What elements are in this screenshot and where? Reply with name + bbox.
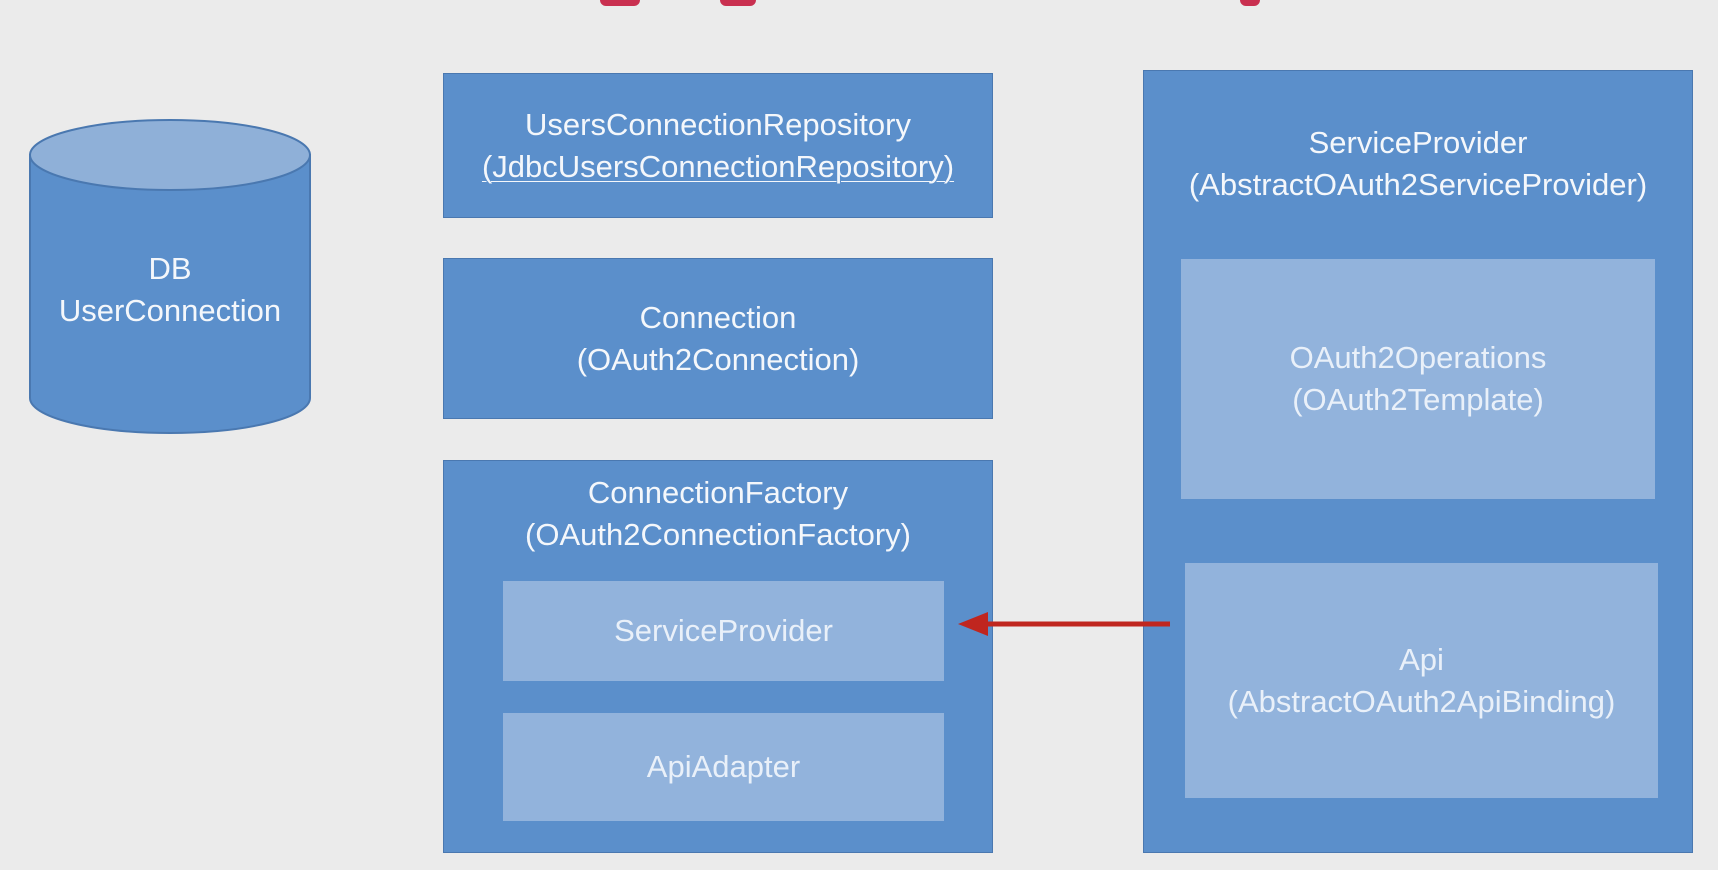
service-provider-box: ServiceProvider (AbstractOAuth2ServicePr… <box>1143 70 1693 853</box>
arrow-head <box>958 612 988 636</box>
connection-factory-header: ConnectionFactory (OAuth2ConnectionFacto… <box>444 472 992 556</box>
factory-api-adapter-label: ApiAdapter <box>646 749 801 784</box>
factory-service-provider-box: ServiceProvider <box>503 581 944 681</box>
api-impl: (AbstractOAuth2ApiBinding) <box>1227 683 1616 719</box>
service-provider-header: ServiceProvider (AbstractOAuth2ServicePr… <box>1144 122 1692 206</box>
factory-service-provider-label: ServiceProvider <box>614 613 833 648</box>
oauth2-operations-box: OAuth2Operations (OAuth2Template) <box>1181 259 1655 499</box>
api-box: Api (AbstractOAuth2ApiBinding) <box>1185 563 1658 798</box>
db-label: DB UserConnection <box>30 240 310 340</box>
oauth2-operations-impl: (OAuth2Template) <box>1292 382 1544 417</box>
users-repo-impl: (JdbcUsersConnectionRepository) <box>481 148 955 184</box>
db-cylinder-body <box>29 154 311 434</box>
service-provider-title: ServiceProvider <box>1308 125 1528 160</box>
connection-title: Connection <box>639 299 797 335</box>
connection-factory-title: ConnectionFactory <box>587 475 849 510</box>
title-fragment-3 <box>1240 0 1260 6</box>
connection-factory-impl: (OAuth2ConnectionFactory) <box>525 517 911 552</box>
oauth2-operations-title: OAuth2Operations <box>1289 340 1547 375</box>
connection-impl: (OAuth2Connection) <box>576 341 860 377</box>
title-fragment-2 <box>720 0 756 6</box>
db-cylinder-top <box>29 119 311 191</box>
db-label-line2: UserConnection <box>58 293 282 328</box>
users-connection-repository-box: UsersConnectionRepository (JdbcUsersConn… <box>443 73 993 218</box>
db-label-line1: DB <box>148 251 192 286</box>
service-provider-impl: (AbstractOAuth2ServiceProvider) <box>1188 167 1648 202</box>
title-fragment-1 <box>600 0 640 6</box>
users-repo-title: UsersConnectionRepository <box>525 106 911 142</box>
api-title: Api <box>1399 641 1444 677</box>
factory-api-adapter-box: ApiAdapter <box>503 713 944 821</box>
connection-factory-box: ConnectionFactory (OAuth2ConnectionFacto… <box>443 460 993 853</box>
connection-box: Connection (OAuth2Connection) <box>443 258 993 419</box>
